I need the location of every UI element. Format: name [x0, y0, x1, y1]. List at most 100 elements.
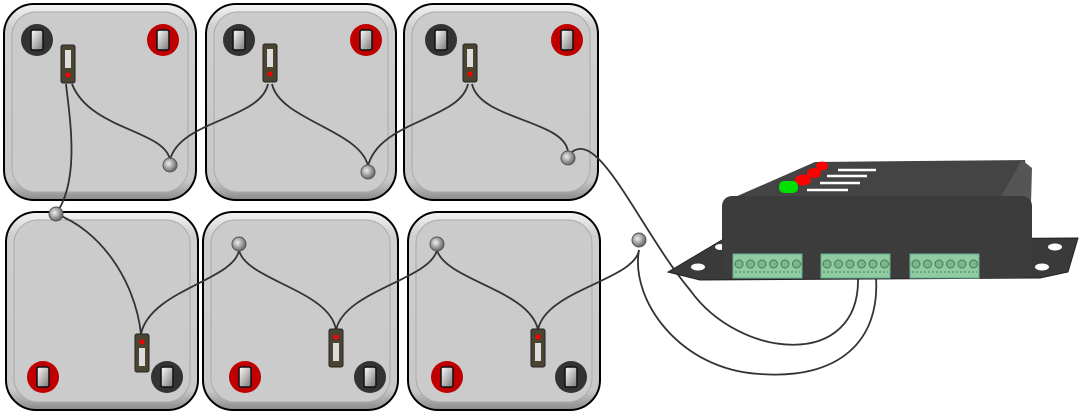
switch-icon — [151, 361, 183, 393]
wire — [140, 249, 240, 335]
wire — [335, 249, 438, 331]
connector-icon — [560, 150, 576, 166]
switch-rocker — [232, 29, 246, 51]
switch-icon — [229, 361, 261, 393]
switch-rocker — [160, 366, 174, 388]
terminal-screw — [845, 259, 855, 269]
wire — [637, 249, 878, 376]
terminal-screw — [957, 259, 967, 269]
switch-icon — [555, 361, 587, 393]
terminal-screw — [857, 259, 866, 269]
sensor-icon — [462, 43, 478, 83]
panel-face — [213, 11, 389, 193]
led-icon — [816, 161, 828, 171]
terminal-screw — [923, 259, 932, 269]
connector-icon — [631, 232, 647, 248]
controller — [666, 160, 1079, 281]
connector-body — [360, 164, 376, 180]
sensor-led — [333, 334, 339, 340]
connector-body — [429, 236, 445, 252]
terminal-screw — [734, 259, 744, 269]
sensor-label — [267, 49, 273, 67]
switch-rocker — [156, 29, 170, 51]
terminal-block — [732, 253, 803, 279]
terminal-screw — [911, 259, 921, 269]
terminal-screw — [868, 259, 878, 269]
switch-rocker — [238, 366, 252, 388]
connector-body — [560, 150, 576, 166]
wire — [55, 213, 142, 335]
panel-face — [411, 11, 591, 193]
switch-icon — [27, 361, 59, 393]
panel — [202, 211, 399, 411]
wire — [571, 148, 859, 346]
sensor-icon — [530, 328, 546, 368]
sensor-led — [535, 334, 541, 340]
connector-body — [162, 157, 178, 173]
connector-icon — [48, 206, 64, 222]
mount-hole — [1048, 243, 1062, 251]
switch-rocker — [363, 366, 377, 388]
connector-icon — [360, 164, 376, 180]
terminal-block — [820, 253, 891, 279]
switch-rocker — [30, 29, 44, 51]
terminal-screw — [769, 259, 778, 269]
terminal-block-icon — [909, 253, 980, 279]
sensor-icon — [134, 333, 150, 373]
terminal-screw — [934, 259, 944, 269]
switch-icon — [425, 24, 457, 56]
panel — [5, 211, 199, 411]
switch-rocker — [36, 366, 50, 388]
switch-rocker — [434, 29, 448, 51]
wire — [238, 249, 337, 331]
terminal-screw — [792, 259, 801, 269]
terminal-screw — [780, 259, 790, 269]
led-icon — [779, 181, 798, 193]
terminal-screw — [746, 259, 755, 269]
connector-body — [231, 236, 247, 252]
sensor-label — [535, 343, 541, 361]
wire — [271, 83, 369, 167]
panel — [407, 211, 601, 411]
sensor-led — [467, 71, 473, 77]
switch-icon — [350, 24, 382, 56]
terminal-screw — [880, 259, 889, 269]
switch-rocker — [560, 29, 574, 51]
switch-icon — [21, 24, 53, 56]
connector-icon — [231, 236, 247, 252]
switch-icon — [354, 361, 386, 393]
wire — [55, 83, 73, 215]
panel — [3, 3, 197, 201]
wire — [436, 249, 539, 331]
terminal-screw — [969, 259, 978, 269]
wire — [169, 83, 269, 161]
controller-top — [735, 160, 1030, 197]
wire — [471, 83, 569, 153]
sensor-led — [65, 72, 71, 78]
sensor-label — [333, 343, 339, 361]
terminal-block-icon — [820, 253, 891, 279]
led-icon — [807, 168, 821, 178]
panel — [403, 3, 599, 201]
led-icon — [795, 174, 811, 186]
terminal-block-icon — [732, 253, 803, 279]
sensor-icon — [60, 44, 76, 84]
sensor-icon — [328, 328, 344, 368]
switch-icon — [223, 24, 255, 56]
mount-hole — [691, 263, 705, 271]
terminal-screw — [946, 259, 955, 269]
panel-face — [210, 219, 391, 403]
wire — [537, 249, 640, 331]
connector-icon — [162, 157, 178, 173]
switch-icon — [551, 24, 583, 56]
switch-icon — [431, 361, 463, 393]
terminal-screw — [834, 259, 843, 269]
sensor-led — [139, 339, 145, 345]
sensor-label — [467, 49, 473, 67]
switch-rocker — [359, 29, 373, 51]
mount-hole — [1035, 263, 1049, 271]
sensor-label — [139, 348, 145, 366]
connector-body — [631, 232, 647, 248]
switch-icon — [147, 24, 179, 56]
